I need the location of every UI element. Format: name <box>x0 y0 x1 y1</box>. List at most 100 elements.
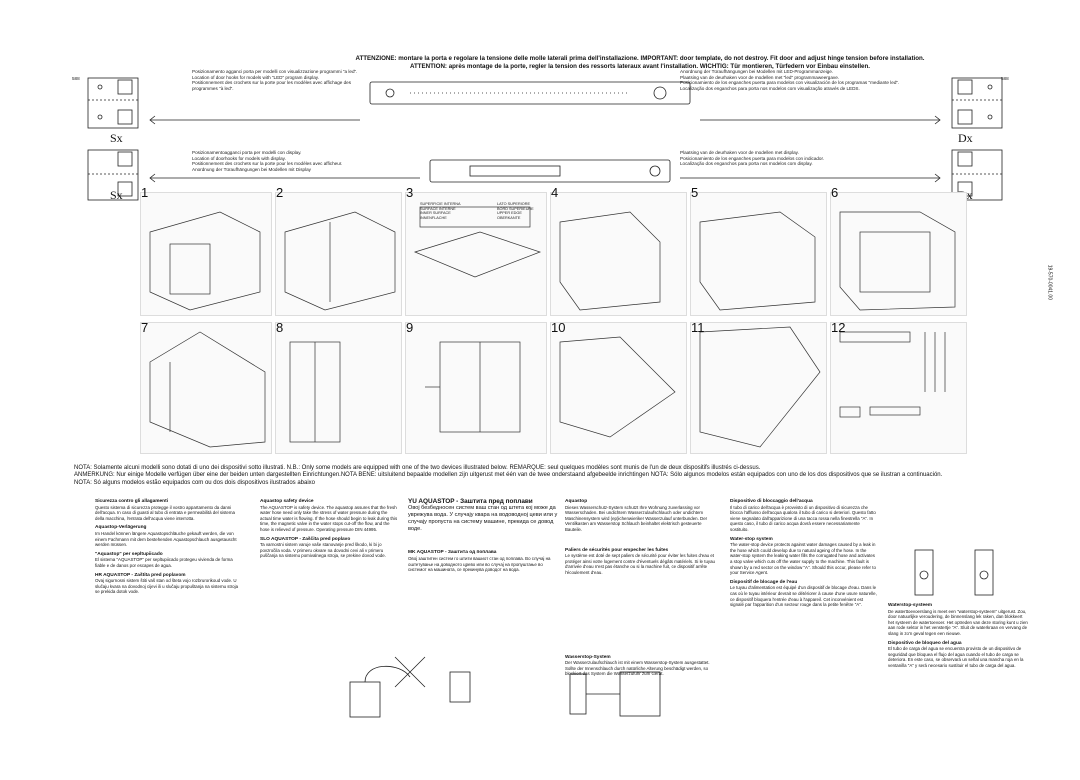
nota-line-3: NOTA: Só alguns modelos estão equipados … <box>74 479 316 486</box>
section-text: The AQUASTOP is safety device. The aquas… <box>260 504 398 532</box>
section-heading: Sicurezza contro gli allagamenti <box>95 499 169 504</box>
section-heading: "Aquastop" per sepltupiicado <box>95 551 163 557</box>
step3-inner-labels: SUPERFICIE INTERNA SURFACE INTERNE INNER… <box>420 202 461 220</box>
label-line: OBERKANTE <box>497 215 521 220</box>
note-line: Localização dos enganchos para porta nos… <box>680 85 860 91</box>
header-line-2: ATTENTION: après montage de la porte, re… <box>409 62 870 70</box>
mid-left-note: Posizionamentoagganci porta per modelli … <box>192 150 362 172</box>
step-panel-7 <box>140 322 272 454</box>
step-panel-5 <box>690 192 827 316</box>
door-template-drawing <box>87 77 1003 201</box>
document-code: 19-570-0041.00 <box>1046 264 1052 300</box>
section-text: Овој заштитен систем го штити вашиот ста… <box>408 556 551 573</box>
step-number: 10 <box>551 320 566 335</box>
section-heading: Dispositivo de bloqueo del agua <box>888 640 962 646</box>
section-text: Ta varnostni sistem varuje vaše stanovan… <box>260 542 386 559</box>
step-number: 7 <box>141 320 149 335</box>
top-left-note: Posizionamento agganci porta per modelli… <box>192 69 362 91</box>
label-line: SURFACE INTERNE <box>420 206 456 211</box>
step-panel-1 <box>140 192 272 316</box>
section-text: El tubo de carga del agua se encuentra p… <box>888 646 1024 668</box>
section-heading: Dispositivo di bloccaggio dell'acqua <box>730 499 813 504</box>
step-panel-11 <box>690 322 827 454</box>
wasserstop-illustration <box>569 671 661 717</box>
nota-line-1: NOTA: Solamente alcuni modelli sono dota… <box>74 465 761 471</box>
section-heading: Waterstop-systeem <box>888 603 933 608</box>
label-line: BORD SUPERIEURE <box>497 206 534 211</box>
label-line: INNENFLACHE <box>420 215 447 220</box>
section-text: Le système est doté de sept paliers de s… <box>565 553 715 575</box>
label-line: LATO SUPERIORE <box>497 202 530 206</box>
nota-line-2: ANMERKUNG: Nur einige Modelle verfügen ü… <box>74 472 943 479</box>
mid-right-note: Plaatsing van de deurhaken voor de model… <box>680 150 930 167</box>
step-number: 9 <box>406 320 414 335</box>
aquastop-illustration <box>349 656 471 718</box>
section-heading: Aquastop safety device <box>260 499 314 504</box>
section-heading: Aquastop <box>565 499 588 504</box>
note-line: programmes "à led". <box>192 85 234 91</box>
step-panel-10 <box>550 322 687 454</box>
note-line: Location of doorhooks for models with di… <box>192 155 286 161</box>
note-line: Posizionamento agganci porta per modelli… <box>192 69 358 74</box>
step-number: 11 <box>691 320 705 335</box>
section-heading: SLO AQUASTOP - Zaščita pred poplavo <box>260 536 351 542</box>
mark-right: 588 <box>1001 76 1009 81</box>
note-line: Positionnement des crochets sur la porte… <box>192 161 343 167</box>
top-right-note: Anordnung der Türaufhängungen bei Modell… <box>680 69 930 91</box>
note-line: Location of door hooks for models with "… <box>192 74 320 80</box>
label-line: INNER SURFACE <box>420 211 451 216</box>
section-heading: Aquastop-Verlägerung <box>95 525 147 531</box>
step-number: 5 <box>691 185 699 200</box>
section-text: Dieses Wasserschutz-System schutzt Ihre … <box>565 504 708 532</box>
water-stop-valve-illustration <box>914 549 994 596</box>
nota-block: NOTA: Solamente alcuni modelli sono dota… <box>74 465 1054 487</box>
step3-upper-labels: LATO SUPERIORE BORD SUPERIEURE UPPER EDG… <box>497 202 534 220</box>
section-text: Le tuyau d'alimentation est équipé d'un … <box>730 585 877 608</box>
header-line-1: ATTENZIONE: montare la porta e regolare … <box>355 55 925 62</box>
section-heading: Wasserstop-System <box>565 654 611 660</box>
note-line: Positionnement des crochets sur la porte… <box>192 80 352 86</box>
step-number: 2 <box>276 185 284 200</box>
section-text: El sistema "AQUASTOP" per sepltupiicado … <box>95 557 233 568</box>
step-number: 12 <box>831 320 846 335</box>
note-line: Posizionamentoagganci porta per modelli … <box>192 150 302 155</box>
header-warning: ATTENZIONE: montare la porta e regolare … <box>250 55 1030 70</box>
section-text: Im Handel können längere Aquastopschläuc… <box>95 530 237 548</box>
note-line: Posicionamiento de los enganches puerta … <box>680 80 900 86</box>
section-text: Der Wasserzulaufschlauch ist mit einem W… <box>565 660 710 677</box>
note-line: Posicionamiento de los enganches puerta … <box>680 155 825 161</box>
note-line: Localização dos enganchos para porta nos… <box>680 161 813 167</box>
step-panel-12 <box>830 322 967 454</box>
section-text: Овој безбедносен систем ваш стан од штет… <box>408 505 558 533</box>
step-panel-6 <box>830 192 967 316</box>
section-text: Questo sistema di sicurezza protegge il … <box>95 504 235 521</box>
left-label-display: Sx <box>110 188 123 202</box>
step-number: 3 <box>406 185 414 200</box>
note-line: Plaatsing van de deurhaken voor de model… <box>680 74 840 80</box>
section-heading: YU AQUASTOP - Заштита пред поплави <box>408 498 533 505</box>
section-heading: Dispositif de blocage de l'eau <box>730 579 798 585</box>
step-panel-8 <box>275 322 402 454</box>
section-heading: Paliers de sécurités pour empecher les f… <box>565 547 669 553</box>
step-number: 4 <box>551 185 559 200</box>
step-number: 1 <box>141 185 149 200</box>
mark-left: 588 <box>72 76 80 81</box>
section-text: Il tubo di carico dell'acqua è provvisto… <box>730 504 876 532</box>
note-line: Plaatsing van de deurhaken voor de model… <box>680 150 799 155</box>
label-line: UPPER EDGE <box>497 211 522 216</box>
right-label-led: Dx <box>958 131 973 145</box>
section-heading: MK AQUASTOP - Заштита од поплава <box>408 550 497 556</box>
section-text: The water-stop device protects against w… <box>730 542 876 576</box>
step-number: 6 <box>831 185 839 200</box>
section-heading: Water-stop system <box>730 536 773 542</box>
step-panel-4 <box>550 192 687 316</box>
step-number: 8 <box>276 320 284 335</box>
note-line: Anordnung der Türaufhängungen bei Modell… <box>680 69 834 74</box>
section-text: Ovaj sigurnosni sistem štiti vaš stan od… <box>95 578 239 595</box>
